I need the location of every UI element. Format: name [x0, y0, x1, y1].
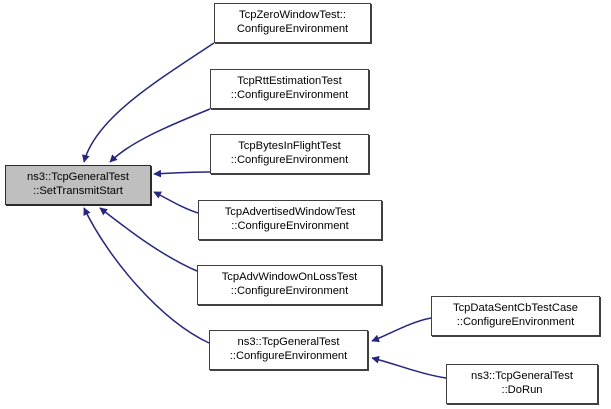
graph-edge-tcp-advertised-window-test-to-set-transmit-start	[153, 191, 199, 214]
graph-node-set-transmit-start: ns3::TcpGeneralTest::SetTransmitStart	[5, 165, 151, 205]
node-label-line2: ::ConfigureEnvironment	[230, 154, 349, 166]
graph-edge-tcp-general-test-configure-environment-to-set-transmit-start	[83, 207, 210, 344]
node-label-line2: ::ConfigureEnvironment	[230, 89, 349, 101]
graph-edge-tcp-bytes-in-flight-test-to-set-transmit-start	[153, 169, 211, 178]
node-label-line1: TcpRttEstimationTest	[237, 75, 342, 88]
graph-edge-tcp-rtt-estimation-test-to-set-transmit-start	[109, 108, 211, 163]
node-label-line1: TcpDataSentCbTestCase	[453, 302, 578, 315]
graph-node-tcp-rtt-estimation-test[interactable]: TcpRttEstimationTest::ConfigureEnvironme…	[210, 69, 369, 109]
graph-node-tcp-data-sent-cb-test-case[interactable]: TcpDataSentCbTestCase::ConfigureEnvironm…	[431, 296, 600, 336]
node-label-line1: TcpBytesInFlightTest	[238, 140, 341, 153]
node-label-line2: ::ConfigureEnvironment	[230, 285, 349, 297]
node-label-line2: ConfigureEnvironment	[236, 23, 349, 35]
graph-edge-tcp-general-test-do-run-to-tcp-general-test-configure-environment	[371, 355, 447, 379]
node-label-line2: ::ConfigureEnvironment	[456, 316, 575, 328]
node-label-line1: ns3::TcpGeneralTest	[471, 370, 573, 383]
node-label-line1: ns3::TcpGeneralTest	[237, 336, 340, 349]
graph-node-tcp-zero-window-test[interactable]: TcpZeroWindowTest::ConfigureEnvironment	[214, 3, 371, 43]
node-label-line1: TcpAdvWindowOnLossTest	[221, 271, 358, 284]
graph-edge-tcp-adv-window-on-loss-test-to-set-transmit-start	[99, 207, 198, 272]
node-label-line2: ::ConfigureEnvironment	[229, 350, 348, 362]
graph-node-tcp-adv-window-on-loss-test[interactable]: TcpAdvWindowOnLossTest::ConfigureEnviron…	[197, 265, 382, 305]
graph-node-tcp-bytes-in-flight-test[interactable]: TcpBytesInFlightTest::ConfigureEnvironme…	[210, 134, 369, 174]
graph-edge-tcp-zero-window-test-to-set-transmit-start	[82, 42, 215, 163]
node-label-line2: ::SetTransmitStart	[33, 185, 123, 197]
node-label-line2: ::ConfigureEnvironment	[231, 220, 349, 232]
graph-node-tcp-general-test-do-run[interactable]: ns3::TcpGeneralTest::DoRun	[446, 364, 598, 404]
node-label-line1: TcpAdvertisedWindowTest	[224, 206, 356, 219]
node-label-line2: ::DoRun	[501, 384, 543, 396]
node-label-line1: ns3::TcpGeneralTest	[27, 171, 129, 184]
node-label-line1: TcpZeroWindowTest::	[239, 9, 346, 22]
graph-edge-tcp-data-sent-cb-test-case-to-tcp-general-test-configure-environment	[371, 317, 432, 343]
graph-node-tcp-general-test-configure-environment[interactable]: ns3::TcpGeneralTest::ConfigureEnvironmen…	[209, 330, 368, 370]
graph-node-tcp-advertised-window-test[interactable]: TcpAdvertisedWindowTest::ConfigureEnviro…	[198, 200, 382, 240]
